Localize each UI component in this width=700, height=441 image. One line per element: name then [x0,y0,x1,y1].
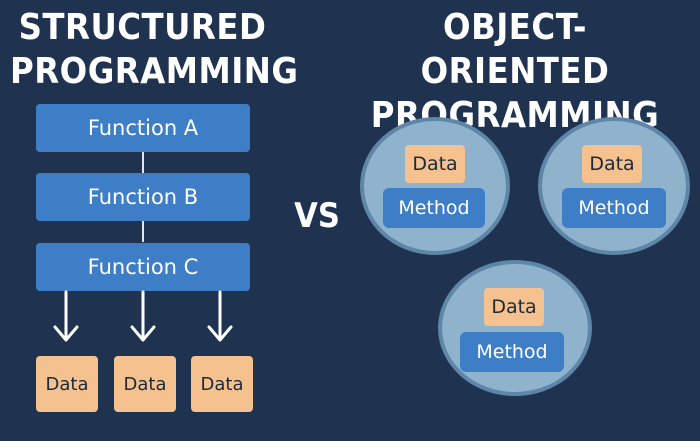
function-a-box: Function A [36,104,250,152]
data-box: Data [191,356,253,412]
connector-line [142,221,144,242]
object-method-box: Method [562,188,666,228]
object-ellipse: Data Method [438,260,592,396]
object-ellipse: Data Method [360,117,510,255]
title-line: OBJECT-ORIENTED [420,7,610,92]
arrow-down-icon [207,290,233,342]
function-b-box: Function B [36,173,250,221]
function-c-box: Function C [36,243,250,291]
data-box: Data [114,356,176,412]
versus-label: VS [294,196,340,236]
object-data-box: Data [405,145,465,183]
object-data-box: Data [582,145,642,183]
arrow-down-icon [53,290,79,342]
data-box: Data [36,356,98,412]
object-ellipse: Data Method [538,117,690,255]
object-method-box: Method [383,188,485,228]
title-line: STRUCTURED [18,7,267,48]
connector-line [142,152,144,173]
structured-programming-title: STRUCTURED PROGRAMMING [10,6,299,94]
arrow-down-icon [130,290,156,342]
object-data-box: Data [484,288,544,326]
object-method-box: Method [460,332,564,372]
title-line: PROGRAMMING [10,51,299,92]
